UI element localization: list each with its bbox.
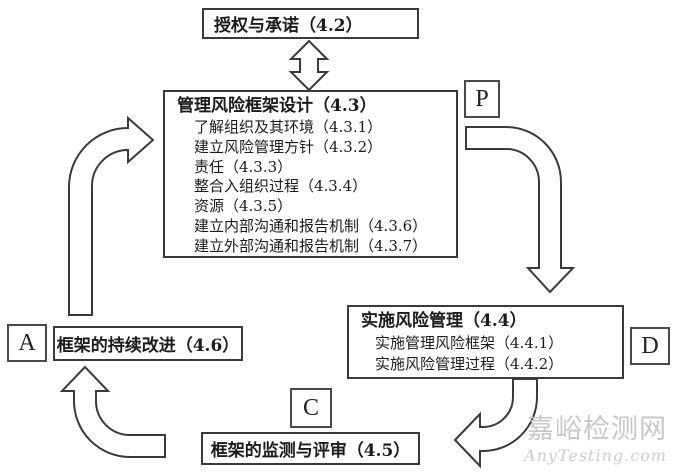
- box-monitoring-title: 框架的监测与评审（4.5）: [210, 441, 411, 461]
- authorize-design-double-arrow-icon: [288, 39, 330, 92]
- monitor-to-improve-arrow-icon: [59, 365, 166, 458]
- box-framework-design-4-3: 管理风险框架设计（4.3） 了解组织及其环境（4.3.1） 建立风险管理方针（4…: [163, 90, 458, 258]
- list-item: 建立风险管理方针（4.3.2）: [194, 137, 383, 156]
- list-item: 责任（4.3.3）: [194, 157, 293, 176]
- box-implement-4-4: 实施风险管理（4.4） 实施管理风险框架（4.4.1） 实施风险管理过程（4.4…: [347, 305, 624, 379]
- box-framework-design-title: 管理风险框架设计（4.3）: [177, 96, 377, 116]
- list-item: 整合入组织过程（4.3.4）: [194, 177, 368, 196]
- pdca-check-box: C: [290, 388, 332, 428]
- box-authorization-title: 授权与承诺（4.2）: [214, 16, 363, 36]
- list-item: 了解组织及其环境（4.3.1）: [194, 118, 383, 136]
- pdca-act-box: A: [7, 324, 47, 362]
- box-improvement-title: 框架的持续改进（4.6）: [56, 336, 240, 356]
- pdca-plan-label: P: [475, 85, 489, 112]
- list-item: 建立外部沟通和报告机制（4.3.7）: [194, 236, 428, 255]
- pdca-do-box: D: [630, 327, 670, 365]
- design-to-implement-arrow-icon: [465, 126, 576, 294]
- pdca-act-label: A: [18, 329, 36, 356]
- list-item: 资源（4.3.5）: [194, 197, 293, 216]
- implement-to-monitor-arrow-icon: [453, 378, 538, 469]
- pdca-plan-box: P: [464, 80, 500, 118]
- pdca-check-label: C: [302, 394, 319, 421]
- box-improvement-4-6: 框架的持续改进（4.6）: [53, 326, 243, 361]
- improve-to-design-arrow-icon: [68, 115, 155, 316]
- list-item: 实施风险管理过程（4.4.2）: [375, 355, 564, 373]
- list-item: 建立内部沟通和报告机制（4.3.6）: [194, 216, 428, 235]
- pdca-do-label: D: [641, 332, 659, 359]
- box-monitoring-4-5: 框架的监测与评审（4.5）: [201, 432, 420, 465]
- box-implement-title: 实施风险管理（4.4）: [361, 311, 527, 331]
- list-item: 实施管理风险框架（4.4.1）: [375, 334, 564, 352]
- box-authorization-4-2: 授权与承诺（4.2）: [202, 8, 419, 39]
